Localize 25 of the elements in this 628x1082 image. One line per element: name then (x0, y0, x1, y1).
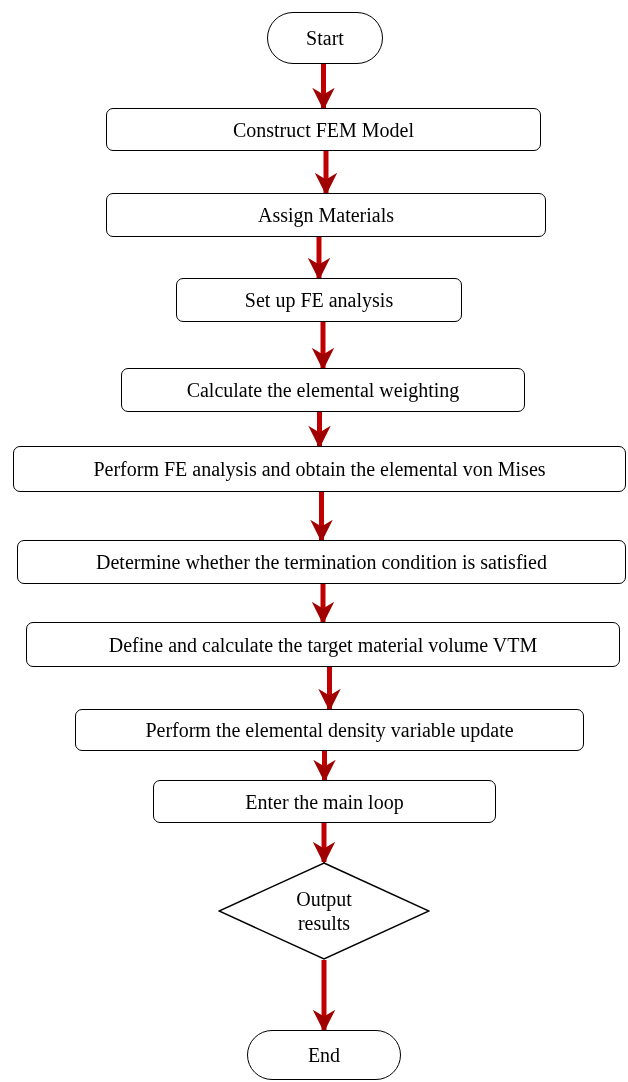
process-box (153, 780, 496, 823)
process-box (106, 193, 546, 237)
step-label: Enter the main loop (245, 789, 404, 814)
step-label: End (307, 1043, 341, 1067)
step-label: Construct FEM Model (232, 117, 415, 142)
step-label: Perform FE analysis and obtain the elemental von Mises (93, 457, 546, 481)
terminal-box (267, 12, 383, 64)
process-box (26, 622, 620, 667)
process-box (121, 368, 525, 412)
step-label: Start (306, 26, 344, 50)
decision-diamond (218, 862, 430, 960)
process-box (13, 446, 626, 492)
step-label: Perform the elemental density variable update (145, 718, 514, 742)
process-box (75, 709, 584, 751)
step-label: Set up FE analysis (244, 288, 394, 312)
process-box (176, 278, 462, 322)
step-label: Output results (295, 887, 353, 935)
step-label: Determine whether the termination condition is satisfied (96, 550, 547, 574)
step-label: Define and calculate the target material volume VTM (108, 632, 538, 657)
step-label: Assign Materials (257, 203, 395, 227)
process-box (106, 108, 541, 151)
step-label: Calculate the elemental weighting (186, 378, 460, 402)
terminal-box (247, 1030, 401, 1080)
process-box (17, 540, 626, 584)
arrow (312, 823, 336, 865)
